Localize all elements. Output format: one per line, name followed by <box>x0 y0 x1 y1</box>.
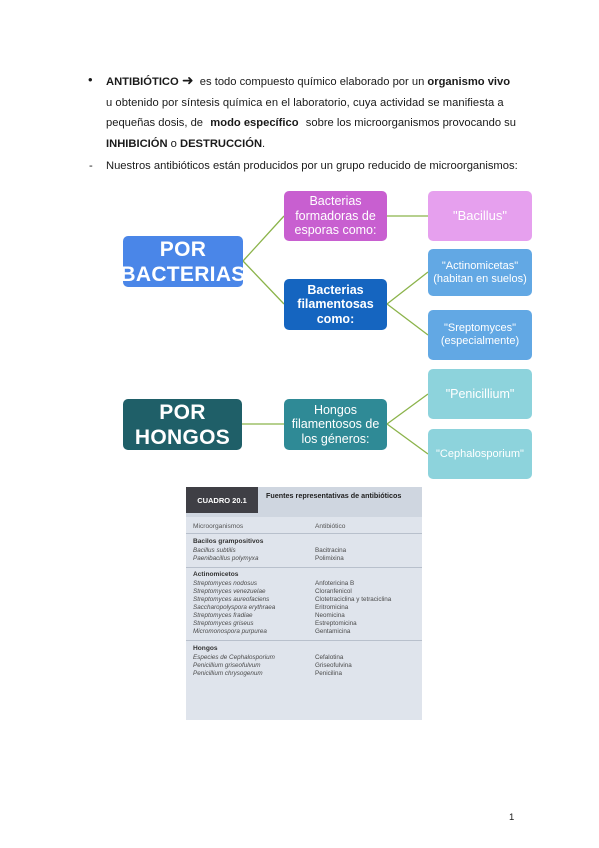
por-bacterias-box: POR BACTERIAS <box>120 236 246 287</box>
hongos-filamentosos-box: Hongos filamentosos de los géneros: <box>284 399 387 450</box>
intro-line-3: pequeñas dosis, de modo específico sobre… <box>106 113 516 134</box>
actino-line2: (habitan en suelos) <box>433 272 527 285</box>
intro-text-a: pequeñas dosis, de <box>106 117 204 129</box>
hongos-line3: los géneros: <box>301 431 370 446</box>
penicillium-box: "Penicillium" <box>428 369 532 419</box>
filam-line2: filamentosas <box>297 297 374 312</box>
table-tag: CUADRO 20.1 <box>186 487 258 513</box>
page-number: 1 <box>509 812 515 823</box>
table-row-organism: Especies de Cephalosporium <box>193 654 275 661</box>
actinomicetas-box: "Actinomicetas" (habitan en suelos) <box>428 249 532 296</box>
table-row-organism: Penicillium griseofulvum <box>193 662 261 669</box>
strepto-line1: "Sreptomyces" <box>443 322 516 334</box>
table-row-antibiotic: Cefalotina <box>315 654 344 661</box>
table-row-antibiotic: Cloranfenicol <box>315 588 352 595</box>
table-row-organism: Micromonospora purpurea <box>193 628 267 635</box>
antibiotic-sources-table: CUADRO 20.1 Fuentes representativas de a… <box>186 487 422 720</box>
cephalo-label: "Cephalosporium" <box>436 447 524 460</box>
section-actinomicetos: Actinomicetos <box>193 571 239 578</box>
table-row-antibiotic: Griseofulvina <box>315 662 352 669</box>
column-antibiotico: Antibiótico <box>315 523 346 530</box>
bacterias-esporas-box: Bacterias formadoras de esporas como: <box>284 191 387 241</box>
intro-period: . <box>262 137 266 150</box>
filam-line1: Bacterias <box>307 282 364 297</box>
actino-line1: "Actinomicetas" <box>441 259 519 272</box>
por-hongos-box: POR HONGOS <box>123 399 242 450</box>
hongos-line1: Hongos <box>313 402 358 417</box>
filam-line3: como: <box>316 311 355 326</box>
esporas-line2: formadoras de <box>295 208 376 223</box>
table-row-antibiotic: Clotetraciclina y tetraciclina <box>315 596 392 603</box>
intro-text: es todo compuesto químico elaborado por … <box>199 76 425 88</box>
esporas-line1: Bacterias <box>309 194 362 209</box>
table-rule <box>186 567 422 568</box>
second-paragraph: Nuestros antibióticos están producidos p… <box>106 160 518 172</box>
connector-line <box>242 260 285 305</box>
table-row-antibiotic: Eritromicina <box>315 604 349 611</box>
table-row-organism: Penicillium chrysogenum <box>193 670 263 677</box>
section-hongos: Hongos <box>193 645 218 652</box>
table-row-organism: Streptomyces venezuelae <box>193 588 266 595</box>
table-row-antibiotic: Estreptomicina <box>315 620 357 627</box>
section-bacilos: Bacilos grampositivos <box>193 538 264 545</box>
bacterias-filamentosas-box: Bacterias filamentosas como: <box>284 279 387 330</box>
por-hongos-line2: HONGOS <box>134 425 231 449</box>
intro-text-b: sobre los microorganismos provocando su <box>305 117 516 129</box>
table-row-organism: Paenibacillus polymyxa <box>193 555 259 562</box>
intro-line-4: INHIBICIÓN o DESTRUCCIÓN. <box>106 134 516 155</box>
column-microorganismos: Microorganismos <box>193 523 244 530</box>
esporas-line3: esporas como: <box>294 223 377 238</box>
bacillus-box: "Bacillus" <box>428 191 532 241</box>
table-row-antibiotic: Anfotericina B <box>315 580 355 587</box>
table-row-antibiotic: Penicilina <box>315 670 342 677</box>
table-row-antibiotic: Polimixina <box>315 555 344 562</box>
connector-line <box>386 303 429 336</box>
intro-line-1: ANTIBIÓTICO ➜ es todo compuesto químico … <box>106 70 516 93</box>
connector-line <box>386 423 429 455</box>
strepto-line2: (especialmente) <box>440 335 520 347</box>
table-row-antibiotic: Bacitracina <box>315 547 347 554</box>
table-row-antibiotic: Gentamicina <box>315 628 351 635</box>
table-rule <box>186 533 422 534</box>
bacillus-label: "Bacillus" <box>452 207 508 223</box>
connector-line <box>386 393 429 425</box>
intro-bold-modo: modo específico <box>210 117 299 129</box>
dash-marker: - <box>89 160 93 172</box>
intro-line-2: u obtenido por síntesis química en el la… <box>106 96 504 109</box>
table-row-organism: Streptomyces fradiae <box>193 612 253 619</box>
arrow-right-icon: ➜ <box>181 72 194 88</box>
table-title: Fuentes representativas de antibióticos <box>266 491 402 500</box>
table-row-organism: Streptomyces aureofaciens <box>193 596 270 603</box>
intro-bold-destruccion: DESTRUCCIÓN <box>179 137 263 150</box>
hongos-line2: filamentosos de <box>291 417 380 432</box>
penicillium-label: "Penicillium" <box>445 386 515 401</box>
por-hongos-line1: POR <box>159 400 206 424</box>
connector-line <box>242 215 285 262</box>
intro-bold-inhibicion: INHIBICIÓN <box>106 137 168 150</box>
intro-bold-organismo: organismo vivo <box>427 76 511 88</box>
table-row-organism: Bacillus subtilis <box>193 547 236 554</box>
streptomyces-box: "Sreptomyces" (especialmente) <box>428 310 532 360</box>
intro-paragraph: ANTIBIÓTICO ➜ es todo compuesto químico … <box>106 70 516 154</box>
intro-text-o: o <box>170 137 177 150</box>
term-antibiotico: ANTIBIÓTICO <box>106 76 179 88</box>
por-bacterias-line1: POR <box>159 237 207 261</box>
table-row-organism: Saccharopolyspora erythraea <box>193 604 276 611</box>
table-row-antibiotic: Neomicina <box>315 612 345 619</box>
por-bacterias-line2: BACTERIAS <box>120 262 246 286</box>
table-row-organism: Streptomyces nodosus <box>193 580 258 587</box>
table-rule <box>186 640 422 641</box>
table-row-organism: Streptomyces griseus <box>193 620 254 627</box>
bullet-dot: • <box>88 72 93 87</box>
cephalosporium-box: "Cephalosporium" <box>428 429 532 479</box>
connector-line <box>386 271 429 305</box>
